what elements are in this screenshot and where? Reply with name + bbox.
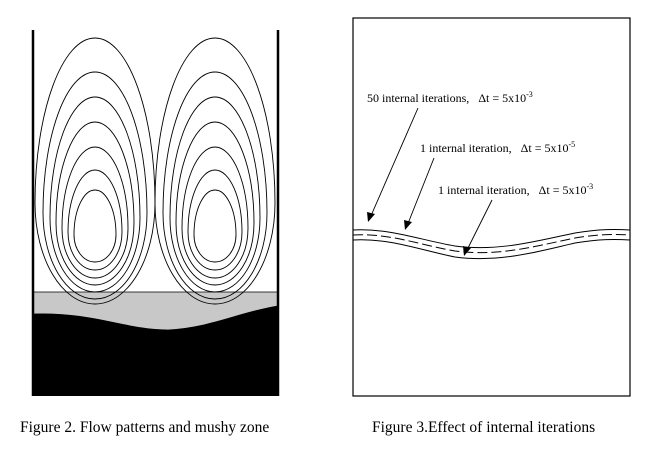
- right-vortex-streamline-7: [193, 189, 237, 263]
- left-vortex-streamline-2: [42, 71, 148, 300]
- right-vortex-streamline-2: [162, 71, 268, 300]
- left-vortex-streamline-5: [61, 146, 129, 279]
- right-vortex-streamline-3: [169, 96, 261, 293]
- left-vortex-streamline-7: [73, 189, 117, 263]
- solid-region: [33, 306, 278, 396]
- figure-3-caption: Figure 3.Effect of internal iterations: [372, 419, 596, 436]
- arrow-50-iterations: [369, 107, 419, 219]
- annotation-1-iteration-5e-5: 1 internal iteration, Δt = 5x10-5: [420, 140, 575, 155]
- left-vortex-streamline-3: [49, 96, 141, 293]
- right-vortex-streamlines: [154, 37, 276, 305]
- arrow-1-iteration-5e-3: [465, 199, 493, 253]
- interface-curve-1-iteration-5e-5: [352, 233, 631, 254]
- right-vortex-streamline-4: [175, 121, 255, 286]
- left-vortex-streamline-6: [67, 169, 123, 271]
- annotation-1-iteration-5e-3: 1 internal iteration, Δt = 5x10-3: [438, 182, 593, 197]
- arrow-1-iteration-5e-5: [406, 157, 435, 227]
- figure-2-panel: [31, 30, 280, 396]
- arrowhead-1-iteration-5e-3: [463, 246, 471, 256]
- arrowhead-50-iterations: [367, 212, 375, 222]
- left-vortex-streamline-1: [34, 37, 156, 305]
- figure-3-frame: [352, 17, 631, 397]
- right-vortex-streamline-5: [181, 146, 249, 279]
- left-vortex-streamline-4: [55, 121, 135, 286]
- figure-3-panel: 50 internal iterations, Δt = 5x10-3 1 in…: [352, 17, 631, 397]
- left-vortex-streamlines: [34, 37, 156, 305]
- interface-curve-50-iterations: [352, 228, 631, 249]
- annotation-50-iterations: 50 internal iterations, Δt = 5x10-3: [367, 90, 533, 105]
- right-vortex-streamline-1: [154, 37, 276, 305]
- figure-2-caption: Figure 2. Flow patterns and mushy zone: [20, 419, 270, 436]
- arrowhead-1-iteration-5e-5: [404, 220, 412, 230]
- interface-curve-1-iteration-5e-3: [352, 238, 631, 260]
- right-vortex-streamline-6: [187, 169, 243, 271]
